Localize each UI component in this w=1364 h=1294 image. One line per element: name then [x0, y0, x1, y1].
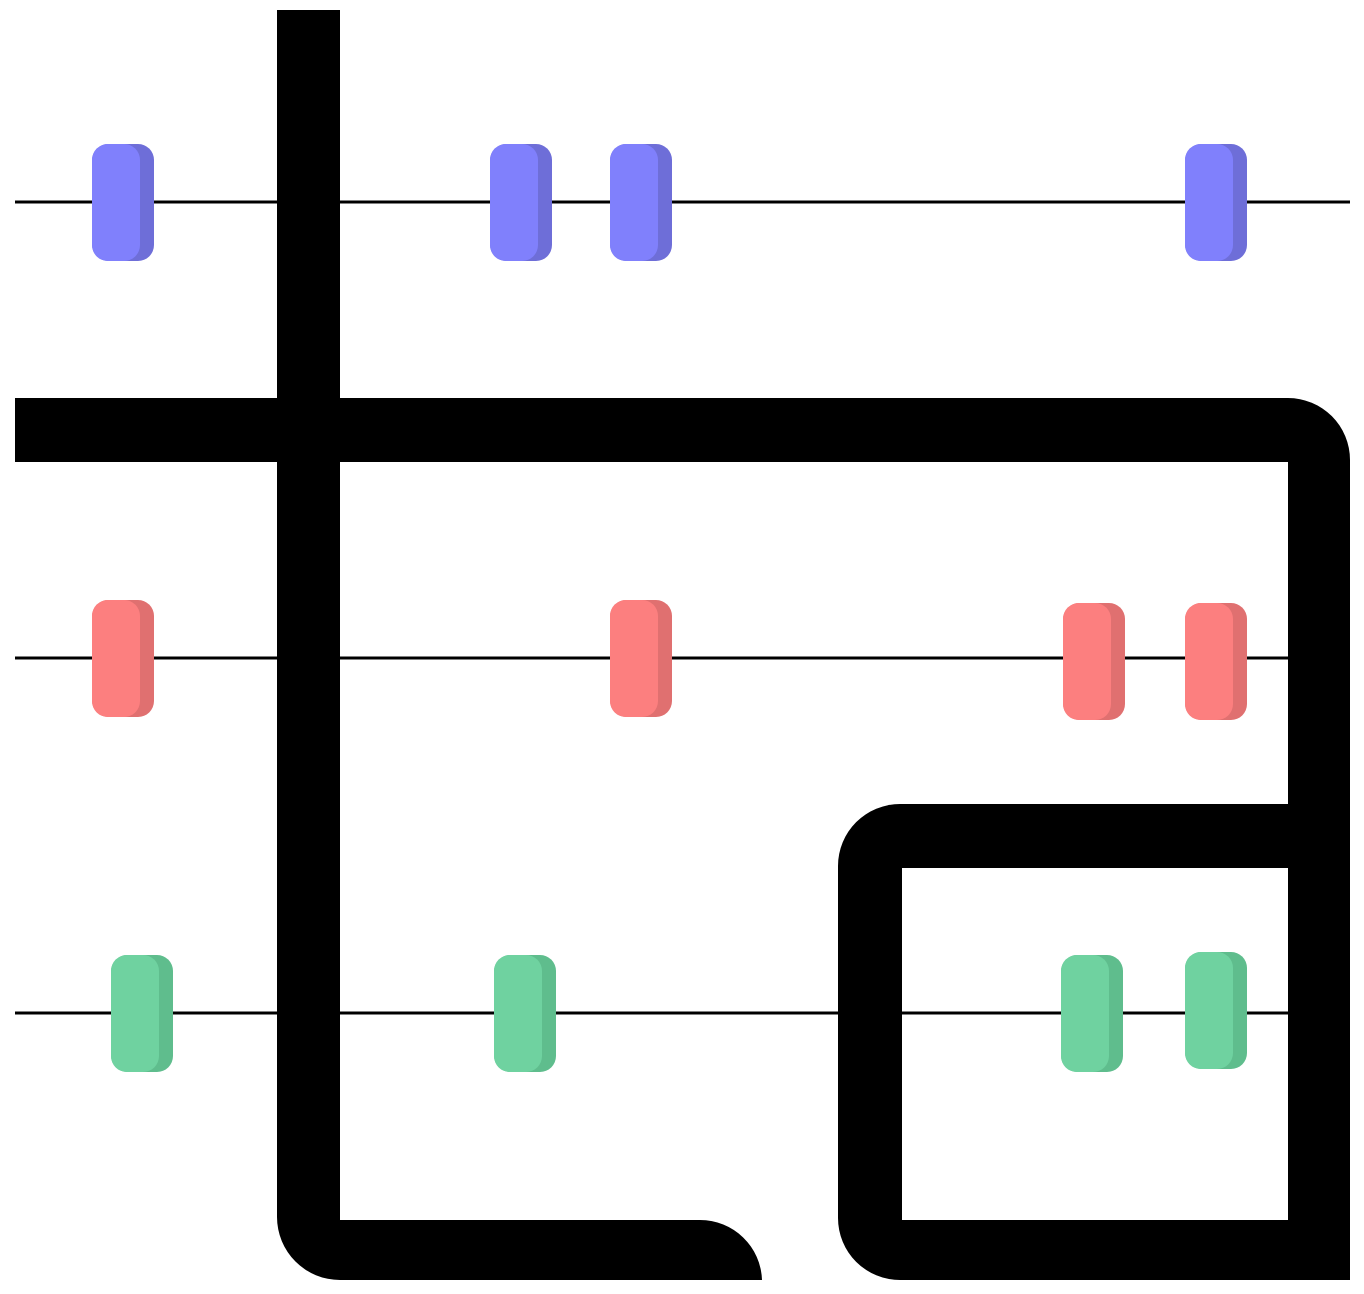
wall-left-vertical [277, 10, 762, 1280]
red-peg[interactable] [1063, 603, 1125, 720]
peg-row-red [92, 600, 1247, 720]
wall-inner-box [838, 804, 1288, 1280]
blue-peg[interactable] [92, 144, 154, 261]
peg-row-blue [92, 144, 1247, 261]
green-peg[interactable] [111, 955, 173, 1072]
blue-peg[interactable] [610, 144, 672, 261]
blue-peg[interactable] [490, 144, 552, 261]
blue-peg[interactable] [1185, 144, 1247, 261]
green-peg[interactable] [1061, 955, 1123, 1072]
red-peg[interactable] [92, 600, 154, 717]
green-peg[interactable] [1185, 952, 1247, 1069]
green-peg[interactable] [494, 955, 556, 1072]
red-peg[interactable] [610, 600, 672, 717]
red-peg[interactable] [1185, 603, 1247, 720]
peg-row-green [111, 952, 1247, 1072]
wall-maze [15, 10, 1350, 1280]
